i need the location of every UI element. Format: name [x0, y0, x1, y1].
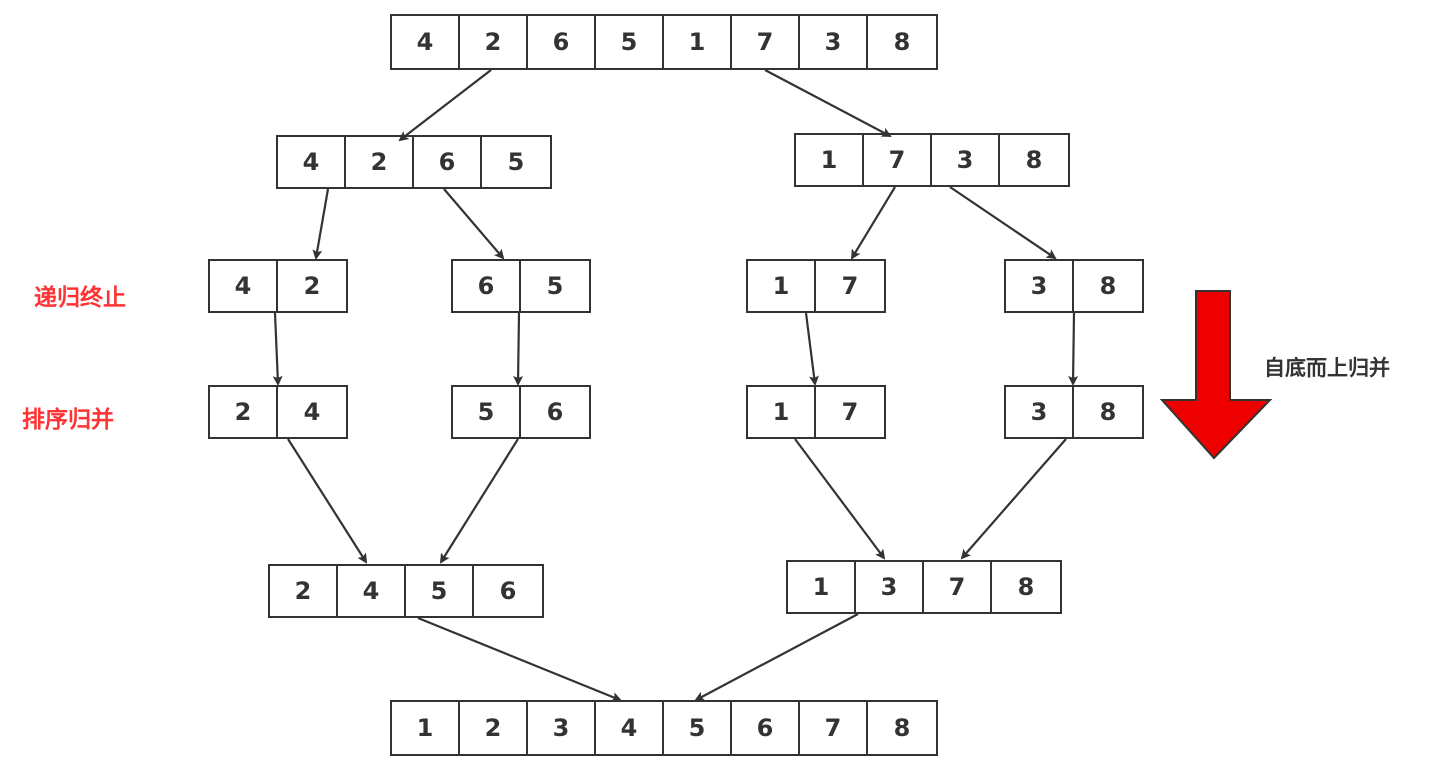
- connector-arrow: [794, 438, 886, 560]
- array-cell: 5: [664, 702, 732, 754]
- array-cell: 2: [303, 272, 321, 300]
- array-cell: 1: [788, 562, 856, 612]
- array-cell: 6: [414, 137, 482, 187]
- array-cell: 4: [596, 702, 664, 754]
- array-cell: 5: [507, 148, 525, 176]
- array-cell: 8: [1099, 272, 1117, 300]
- array-cell: 4: [392, 16, 460, 68]
- connector-arrow: [272, 312, 283, 386]
- array-cell: 7: [800, 702, 868, 754]
- sorted-pair-2: 5 6: [451, 385, 591, 439]
- array-cell: 6: [453, 261, 521, 311]
- array-cell: 8: [893, 28, 911, 56]
- connector-arrow: [694, 613, 859, 701]
- split-right-array: 1 7 3 8: [794, 133, 1070, 187]
- array-cell: 8: [1099, 398, 1117, 426]
- connector-arrow: [1068, 312, 1079, 386]
- connector-arrow: [417, 616, 622, 702]
- array-cell: 4: [303, 398, 321, 426]
- array-cell: 3: [1006, 261, 1074, 311]
- base-array-2: 6 5: [451, 259, 591, 313]
- array-cell: 3: [800, 16, 868, 68]
- split-left-array: 4 2 6 5: [276, 135, 552, 189]
- array-cell: 3: [528, 702, 596, 754]
- array-cell: 7: [732, 16, 800, 68]
- array-cell: 1: [392, 702, 460, 754]
- sorted-pair-4: 3 8: [1004, 385, 1144, 439]
- array-cell: 1: [748, 387, 816, 437]
- array-cell: 4: [210, 261, 278, 311]
- array-cell: 4: [278, 137, 346, 187]
- sort-merge-label: 排序归并: [22, 407, 114, 433]
- array-cell: 7: [924, 562, 992, 612]
- array-cell: 6: [499, 577, 517, 605]
- base-array-4: 3 8: [1004, 259, 1144, 313]
- connector-arrow: [804, 312, 819, 386]
- connector-arrow: [287, 438, 368, 564]
- array-cell: 1: [664, 16, 732, 68]
- sorted-pair-3: 1 7: [746, 385, 886, 439]
- array-cell: 8: [1025, 146, 1043, 174]
- array-cell: 1: [748, 261, 816, 311]
- array-cell: 8: [1017, 573, 1035, 601]
- connector-arrow: [439, 438, 519, 564]
- array-cell: 5: [453, 387, 521, 437]
- array-cell: 8: [893, 714, 911, 742]
- array-cell: 7: [841, 398, 859, 426]
- connector-arrow: [513, 312, 524, 386]
- array-cell: 2: [460, 702, 528, 754]
- connector-arrow: [312, 188, 330, 260]
- array-cell: 2: [270, 566, 338, 616]
- connector-arrow: [850, 186, 896, 260]
- connector-arrow: [398, 69, 492, 142]
- bottom-up-label: 自底而上归并: [1264, 356, 1390, 380]
- connector-arrow: [443, 188, 505, 260]
- array-cell: 2: [210, 387, 278, 437]
- array-cell: 6: [546, 398, 564, 426]
- base-array-3: 1 7: [746, 259, 886, 313]
- array-cell: 2: [346, 137, 414, 187]
- array-cell: 5: [406, 566, 474, 616]
- connector-arrow: [764, 69, 892, 137]
- down-arrow-icon: [1159, 290, 1273, 460]
- sorted-pair-1: 2 4: [208, 385, 348, 439]
- array-cell: 3: [1006, 387, 1074, 437]
- array-cell: 5: [596, 16, 664, 68]
- array-cell: 6: [732, 702, 800, 754]
- recursion-end-label: 递归终止: [34, 285, 126, 311]
- base-array-1: 4 2: [208, 259, 348, 313]
- array-cell: 3: [932, 135, 1000, 185]
- array-cell: 1: [796, 135, 864, 185]
- connector-arrow: [960, 438, 1067, 560]
- connector-arrow: [949, 186, 1057, 260]
- merged-right-array: 1 3 7 8: [786, 560, 1062, 614]
- result-array: 1 2 3 4 5 6 7 8: [390, 700, 938, 756]
- array-cell: 4: [338, 566, 406, 616]
- array-cell: 7: [864, 135, 932, 185]
- array-cell: 5: [546, 272, 564, 300]
- array-cell: 7: [841, 272, 859, 300]
- merged-left-array: 2 4 5 6: [268, 564, 544, 618]
- array-cell: 6: [528, 16, 596, 68]
- array-cell: 3: [856, 562, 924, 612]
- array-cell: 2: [460, 16, 528, 68]
- original-array: 4 2 6 5 1 7 3 8: [390, 14, 938, 70]
